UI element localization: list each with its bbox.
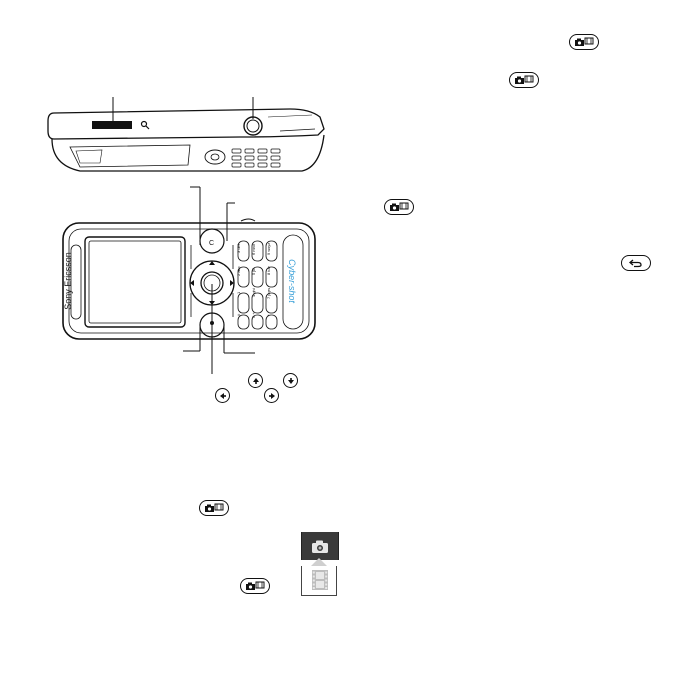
phone-model-label: Cyber-shot xyxy=(286,259,297,303)
camera-mode-key-icon xyxy=(240,578,270,594)
switch-pointer-icon xyxy=(309,558,329,568)
phone-top-view xyxy=(47,97,325,172)
svg-text:C: C xyxy=(209,240,214,247)
camera-mode-key-icon xyxy=(569,34,599,50)
camera-mode-segment xyxy=(301,532,339,560)
key-label: 6 mno xyxy=(251,243,256,255)
phone-front-view: C xyxy=(62,186,316,374)
key-label: # xyxy=(236,313,241,317)
nav-up-icon xyxy=(248,373,263,388)
key-label: 5 jkl xyxy=(251,267,256,275)
key-label: 0 + xyxy=(251,312,256,318)
phone-brand-label: Sony Ericsson xyxy=(62,252,73,310)
camera-icon xyxy=(312,540,328,553)
key-label: 1 xyxy=(236,291,241,295)
camera-mode-key-icon xyxy=(384,199,414,215)
nav-left-icon xyxy=(215,388,230,403)
key-label: 4 ghi xyxy=(251,288,256,298)
camera-mode-key-icon xyxy=(199,500,229,516)
key-label: 2 abc xyxy=(236,266,241,276)
key-label: 7 pqrs xyxy=(266,287,271,299)
nav-down-icon xyxy=(283,373,298,388)
camera-video-mode-switch-icon xyxy=(299,532,339,596)
film-icon xyxy=(312,570,328,590)
key-label: 3 def xyxy=(236,244,241,254)
nav-right-icon xyxy=(264,388,279,403)
key-label: 8 tuv xyxy=(266,266,271,276)
key-label: 9 wxyz xyxy=(266,242,271,256)
back-key-icon xyxy=(621,255,651,271)
key-label: * xyxy=(266,314,271,316)
camera-mode-key-icon xyxy=(509,72,539,88)
video-mode-segment xyxy=(301,566,337,596)
keypad-labels: 3 def 6 mno 9 wxyz 2 abc 5 jkl 8 tuv 1 4… xyxy=(236,238,280,328)
